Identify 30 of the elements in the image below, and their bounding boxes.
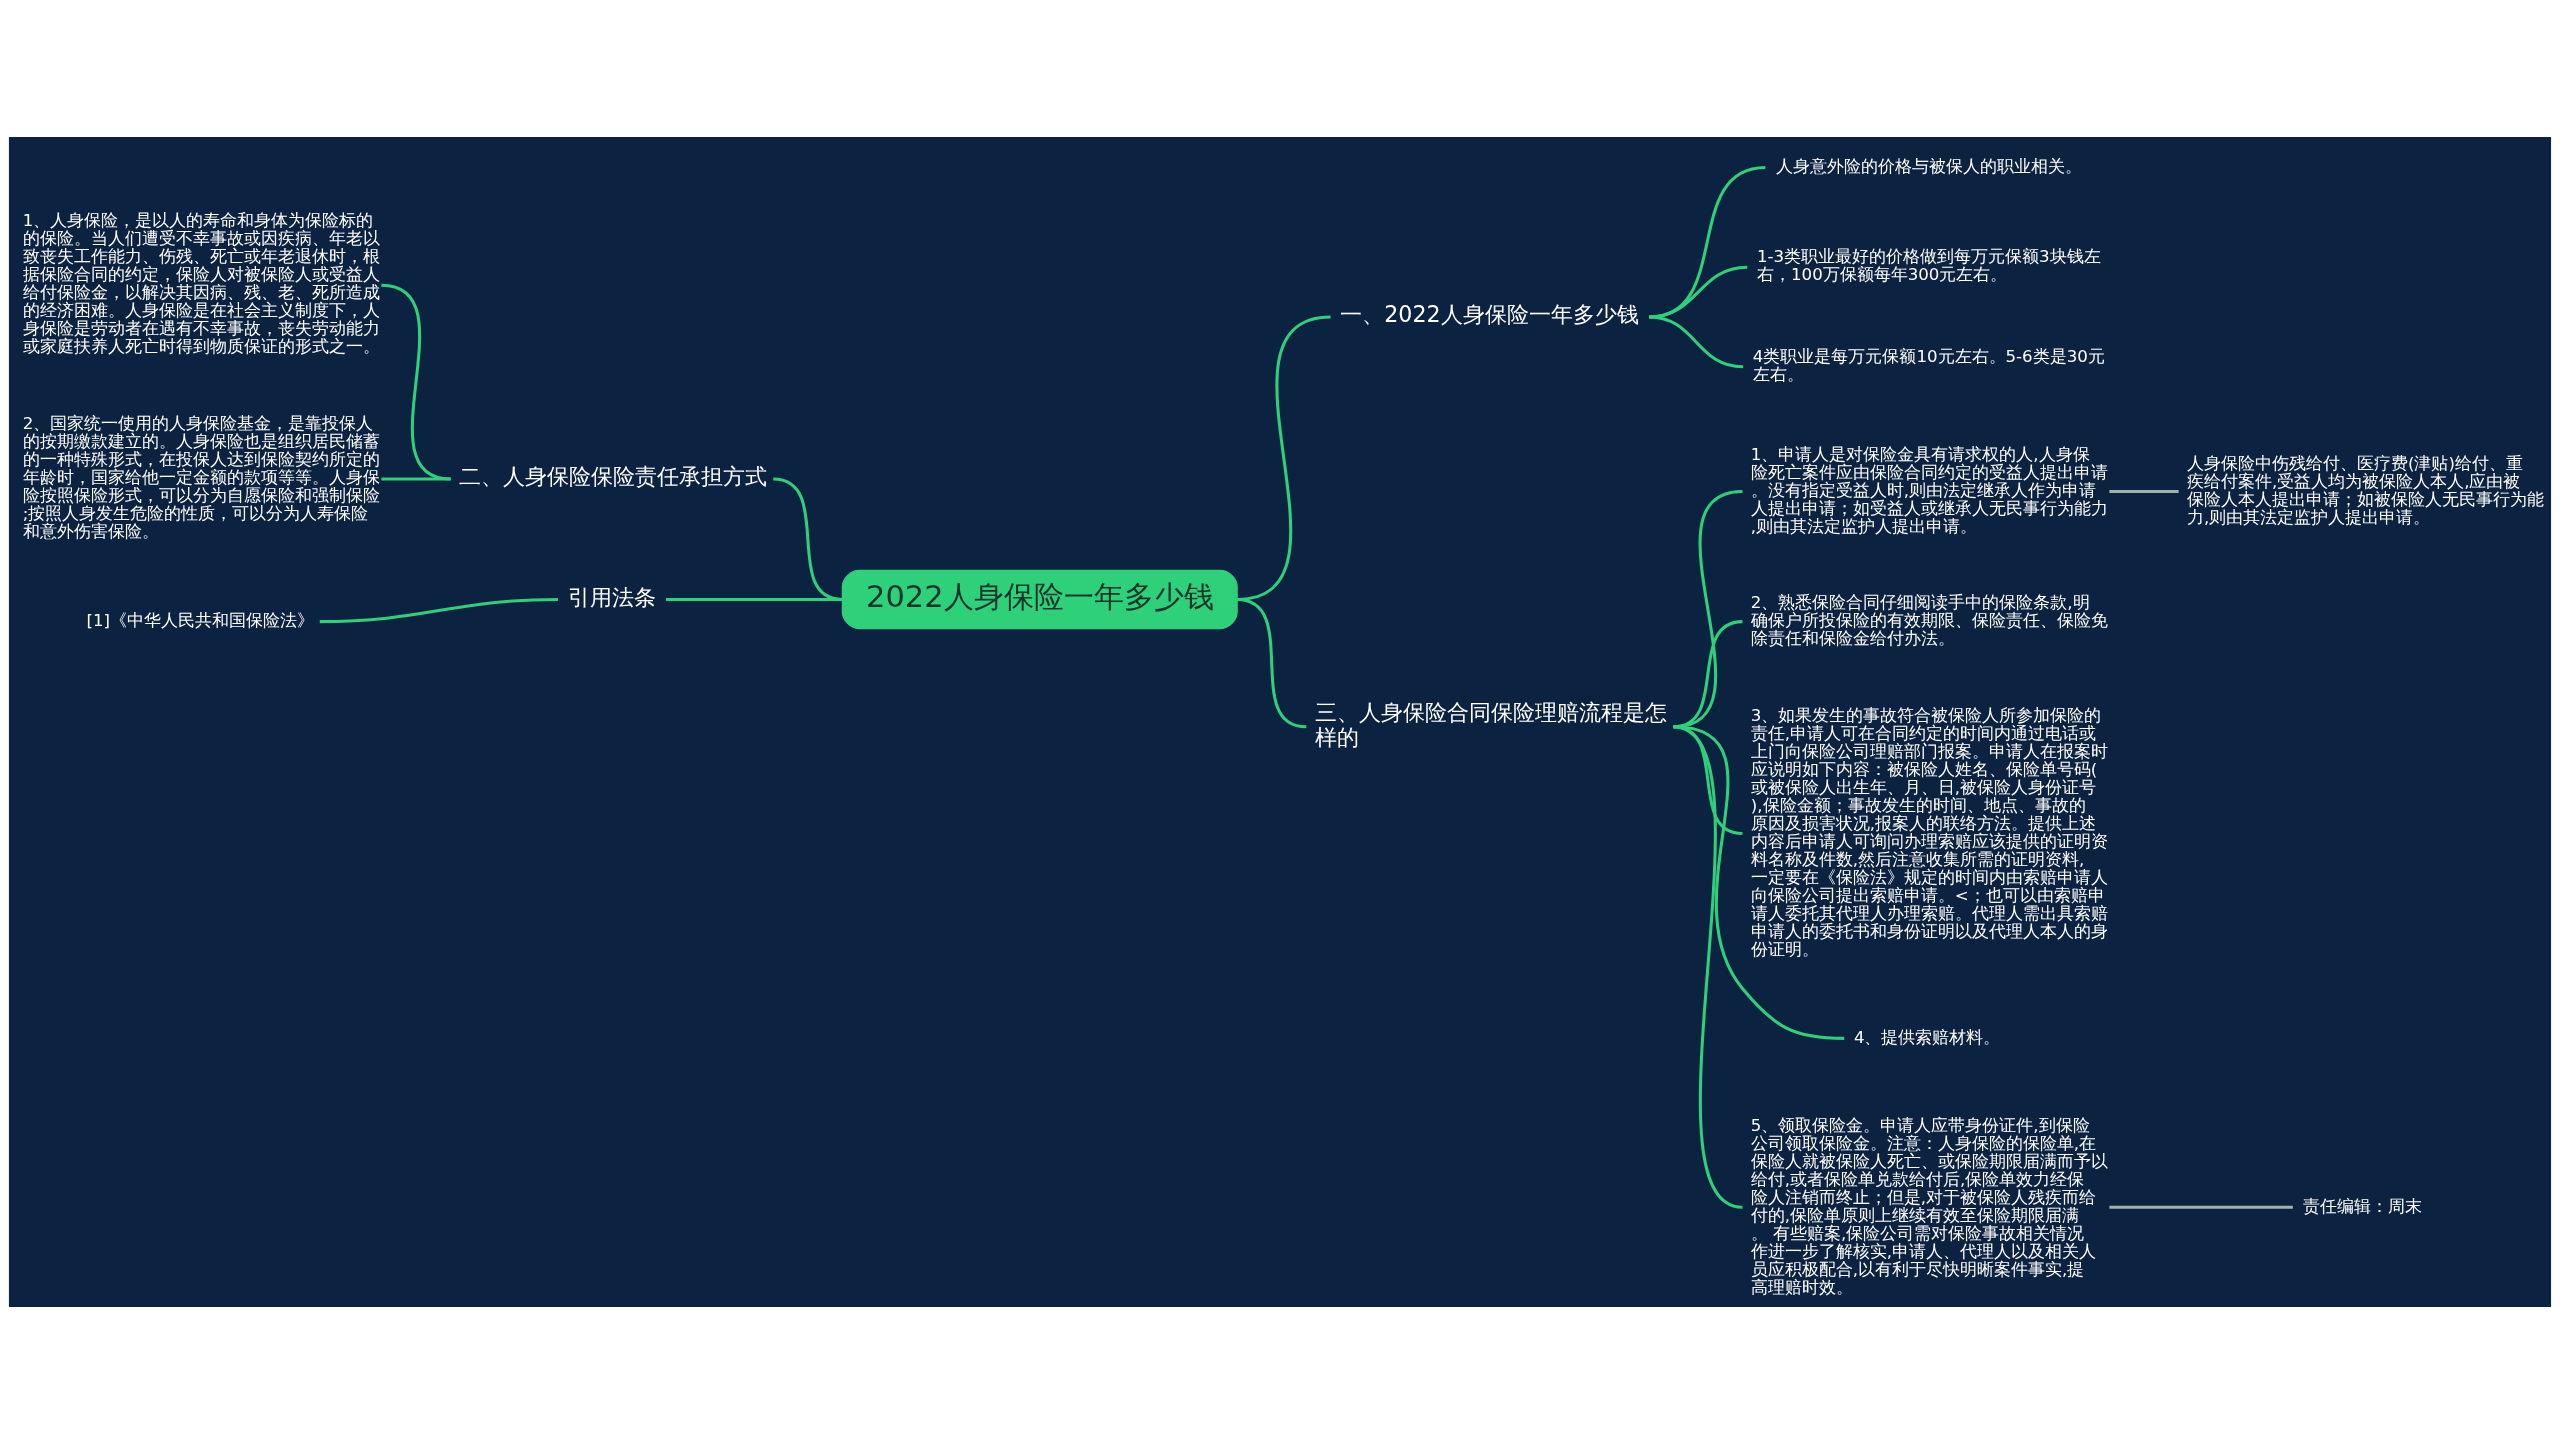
- node-text: 2、国家统一使用的人身保险基金，是靠投保人的按期缴款建立的。人身保险也是组织居民储蓄的一种特殊形式，在投保人达到保险契约所定的年龄时，国家给他一定金额的款项等等。人身保险按照保险形式，可以分为自愿保险和强制保险;按照人身发生危险的性质，可以分为人寿保险和意外伤害保险。: [22, 414, 380, 542]
- connector: [2109, 1205, 2293, 1209]
- node-text: 人身保险中伤残给付、医疗费(津贴)给付、重疾给付案件,受益人均为被保险人本人,应由被保险人本人提出申请；如被保险人无民事行为能力,则由其法定监护人提出申请。: [2186, 453, 2544, 527]
- node-text: 三、人身保险合同保险理赔流程是怎样的: [1314, 698, 1667, 750]
- connector: [1236, 597, 1307, 729]
- connector: [319, 597, 558, 624]
- connector: [1672, 725, 1744, 1209]
- node-text: 4、提供索赔材料。: [1853, 1027, 2001, 1047]
- node-text: 责任编辑：周末: [2303, 1196, 2423, 1216]
- connector: [1673, 725, 1845, 1040]
- node-text: 二、人身保险保险责任承担方式: [458, 463, 767, 490]
- connector: [381, 477, 451, 481]
- connector: [1648, 315, 1744, 369]
- node-text: [1]《中华人民共和国保险法》: [86, 610, 314, 630]
- node-text: 一、2022人身保险一年多少钱: [1340, 301, 1639, 328]
- connector: [2109, 489, 2179, 493]
- node-text: 引用法条: [567, 583, 656, 610]
- node-text: 1、人身保险，是以人的寿命和身体为保险标的的保险。当人们遭受不幸事故或因疾病、年老以致丧失工作能力、伤残、死亡或年老退休时，根据保险合同的约定，保险人对被保险人或受益人给付保险金，以解决其因病、残、老、死所造成的经济困难。人身保险是在社会主义制度下，人身保险是劳动者在遇有不幸事故，丧失劳动能力或家庭扶养人死亡时得到物质保证的形式之一。: [22, 211, 380, 357]
- node-text: 2、熟悉保险合同仔细阅读手中的保险条款,明确保户所投保险的有效期限、保险责任、保险免除责任和保险金给付办法。: [1750, 592, 2108, 648]
- connector: [665, 597, 843, 601]
- connector: [381, 283, 451, 481]
- connector: [1648, 265, 1748, 319]
- node-text: 人身意外险的价格与被保人的职业相关。: [1775, 156, 2082, 176]
- node-text: 3、如果发生的事故符合被保险人所参加保险的责任,申请人可在合同约定的时间内通过电话或上门向保险公司理赔部门报案。申请人在报案时应说明如下内容：被保险人姓名、保险单号码(或被保险人出生年、月、日,被保险人身份证号),保险金额；事故发生的时间、地点、事故的原因及损害状况,报案人的联络方法。提供上述内容后申请人可询问办理索赔应该提供的证明资料名称及件数,然后注意收集所需的证明资料,一定要在《保险法》规定的时间内由索赔申请人向保险公司提出索赔申请。<；也可以由索赔申请人委托其代理人办理索赔。代理人需出具索赔申请人的委托书和身份证明以及代理人本人的身份证明。: [1750, 705, 2108, 959]
- node-text: 1-3类职业最好的价格做到每万元保额3块钱左右，100万保额每年300元左右。: [1757, 247, 2101, 285]
- connector: [1648, 165, 1766, 319]
- node-text: 4类职业是每万元保额10元左右。5-6类是30元左右。: [1752, 347, 2105, 385]
- node-box: 2022人身保险一年多少钱: [841, 569, 1238, 630]
- node-text: 5、领取保险金。申请人应带身份证件,到保险公司领取保险金。注意：人身保险的保险单,在保险人就被保险人死亡、或保险期限届满而予以给付,或者保险单兑款给付后,保险单效力经保险人注销而终止；但是,对于被保险人残疾而给付的,保险单原则上继续有效至保险期限届满。 有些赔案,保险公司需对保险事故相关情况作进一步了解核实,申请人、代理人以及相关人员应积极配合,以有利于尽快明晰案件事实,提高理赔时效。: [1750, 1115, 2108, 1297]
- node-text: 1、申请人是对保险金具有请求权的人,人身保险死亡案件应由保险合同约定的受益人提出申请。没有指定受益人时,则由法定继承人作为申请人提出申请；如受益人或继承人无民事行为能力,则由其法定监护人提出申请。: [1750, 444, 2108, 536]
